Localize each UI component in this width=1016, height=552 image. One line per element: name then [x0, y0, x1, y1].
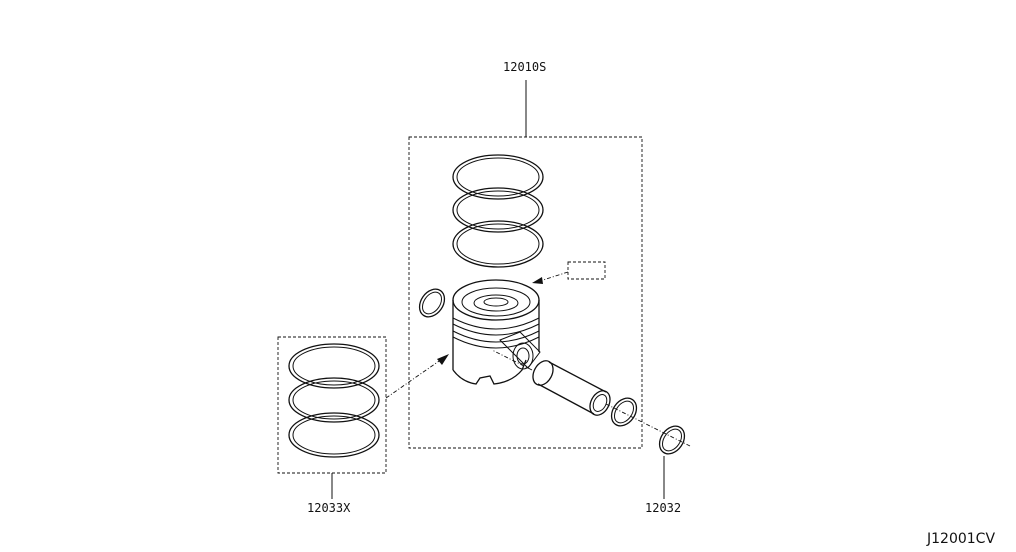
snap-ring-group[interactable]: 12032 — [605, 403, 691, 515]
ring-set-group[interactable]: 12033X — [277, 336, 449, 515]
piston-assembly-label[interactable]: 12010S — [503, 60, 546, 74]
snap-ring-left — [418, 288, 446, 318]
ring-set-arrowhead — [437, 354, 449, 365]
piston-pin — [491, 349, 611, 416]
piston-assembly-group[interactable]: 12010S — [408, 60, 643, 449]
marking-callout — [532, 261, 606, 284]
snap-ring-centerline — [605, 403, 691, 447]
piston-body — [452, 279, 541, 385]
ring-set-arrow-line — [385, 358, 443, 399]
ring-set-label[interactable]: 12033X — [307, 501, 351, 515]
piston-rings-upper — [452, 154, 544, 268]
snap-ring-right-inner — [610, 397, 638, 427]
diagram-code: J12001CV — [926, 531, 995, 547]
snap-ring-outer — [658, 425, 686, 455]
snap-ring-inner — [661, 428, 683, 452]
piston-rings-set — [288, 343, 380, 458]
snap-ring-label[interactable]: 12032 — [645, 501, 681, 515]
